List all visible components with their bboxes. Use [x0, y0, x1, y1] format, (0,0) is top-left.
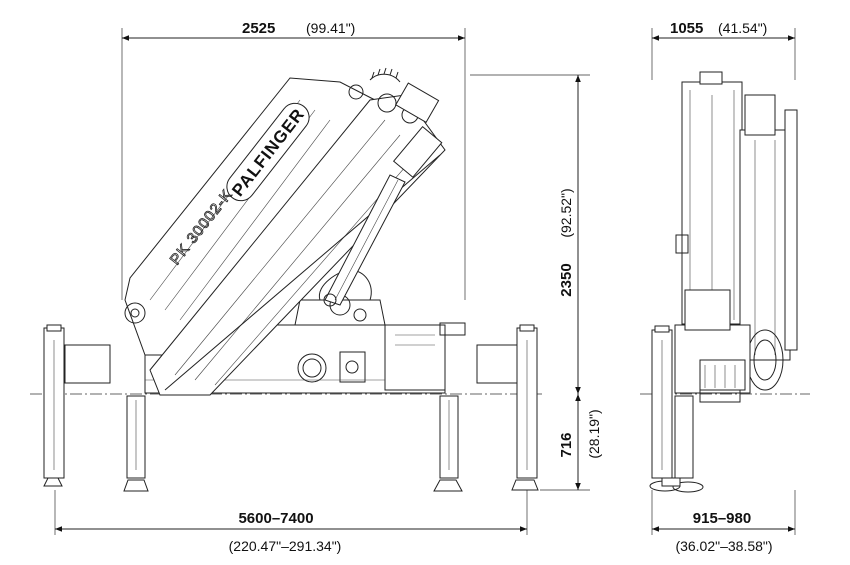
boom-head	[348, 67, 443, 178]
height-imperial: (92.52")	[558, 188, 574, 237]
top-width-metric: 2525	[242, 20, 275, 37]
dimension-lines	[54, 28, 796, 535]
outrigger-leg-left-outer	[43, 324, 65, 487]
side-outrigger-span-imperial: (36.02"–38.58")	[675, 538, 772, 554]
crane-side-view	[640, 71, 810, 493]
outrigger-span-metric: 5600–7400	[238, 510, 313, 527]
height-metric: 2350	[558, 263, 575, 296]
outrigger-leg-right-inner	[433, 395, 463, 492]
crane-base	[144, 322, 466, 394]
outrigger-leg-right-outer	[511, 324, 539, 491]
crane-front-view: PALFINGER PK 30002-K	[30, 67, 545, 492]
outrigger-leg-left-inner	[123, 395, 149, 492]
outrigger-span-imperial: (220.47"–291.34")	[229, 538, 342, 554]
side-outrigger-span-metric: 915–980	[693, 510, 751, 527]
side-width-imperial: (41.54")	[718, 20, 767, 36]
below-height-imperial: (28.19")	[586, 409, 602, 458]
top-width-imperial: (99.41")	[306, 20, 355, 36]
side-width-metric: 1055	[670, 20, 703, 37]
hydraulic-cylinder	[323, 174, 406, 307]
below-height-metric: 716	[558, 432, 575, 457]
